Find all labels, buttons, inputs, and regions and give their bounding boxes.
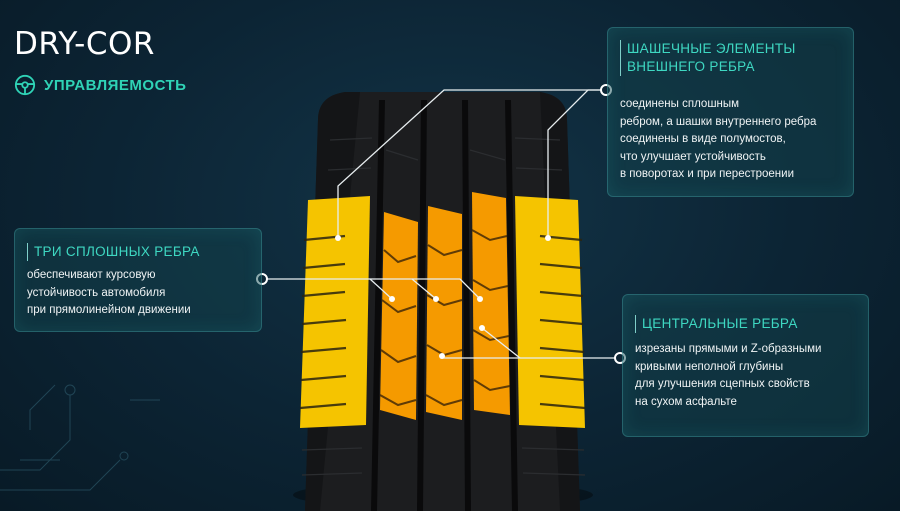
body-line: что улучшает устойчивость: [620, 150, 766, 163]
central-rib-3: [472, 192, 510, 415]
heading-line: ЦЕНТРАЛЬНЫЕ РЕБРА: [642, 316, 798, 331]
callout-heading: ТРИ СПЛОШНЫХ РЕБРА: [27, 243, 200, 261]
outer-rib-left: [300, 196, 370, 428]
central-rib-1: [380, 212, 418, 420]
body-line: изрезаны прямыми и Z-образными: [635, 343, 822, 355]
body-line: соединены сплошным: [620, 98, 740, 110]
callout-three-solid-ribs: ТРИ СПЛОШНЫХ РЕБРА обеспечивают курсовую…: [14, 228, 262, 332]
body-line: кривыми неполной глубины: [635, 360, 784, 373]
body-line: ребром, а шашки внутреннего ребра: [620, 115, 817, 128]
subtitle-label: УПРАВЛЯЕМОСТЬ: [44, 76, 187, 94]
callout-outer-rib-blocks: ШАШЕЧНЫЕ ЭЛЕМЕНТЫ ВНЕШНЕГО РЕБРА соедине…: [607, 27, 854, 197]
body-line: для улучшения сцепных свойств: [635, 378, 810, 390]
subtitle: УПРАВЛЯЕМОСТЬ: [14, 74, 186, 96]
callout-body: соединены сплошным ребром, а шашки внутр…: [620, 96, 816, 184]
leader-lines: [262, 89, 620, 359]
body-line: обеспечивают курсовую: [27, 269, 156, 281]
callout-body: обеспечивают курсовую устойчивость автом…: [27, 267, 191, 320]
callout-body: изрезаны прямыми и Z-образными кривыми н…: [635, 341, 821, 411]
body-line: при прямолинейном движении: [27, 304, 191, 316]
tire: [299, 92, 586, 511]
callout-central-ribs: ЦЕНТРАЛЬНЫЕ РЕБРА изрезаны прямыми и Z-о…: [622, 294, 869, 437]
body-line: в поворотах и при перестроении: [620, 168, 794, 180]
steering-wheel-icon: [14, 74, 36, 96]
circuit-decoration: [0, 384, 160, 491]
leader-dots: [256, 84, 626, 364]
central-rib-2: [426, 206, 462, 420]
callout-heading: ЦЕНТРАЛЬНЫЕ РЕБРА: [635, 315, 798, 333]
heading-line: ШАШЕЧНЫЕ ЭЛЕМЕНТЫ: [627, 41, 796, 56]
heading-line: ТРИ СПЛОШНЫХ РЕБРА: [34, 244, 200, 259]
heading-line: ВНЕШНЕГО РЕБРА: [627, 59, 755, 74]
outer-rib-right: [515, 196, 585, 428]
page-title: DRY-COR: [14, 26, 155, 62]
body-line: соединены в виде полумостов,: [620, 133, 786, 145]
callout-heading: ШАШЕЧНЫЕ ЭЛЕМЕНТЫ ВНЕШНЕГО РЕБРА: [620, 40, 796, 76]
body-line: на сухом асфальте: [635, 395, 737, 408]
body-line: устойчивость автомобиля: [27, 286, 166, 299]
